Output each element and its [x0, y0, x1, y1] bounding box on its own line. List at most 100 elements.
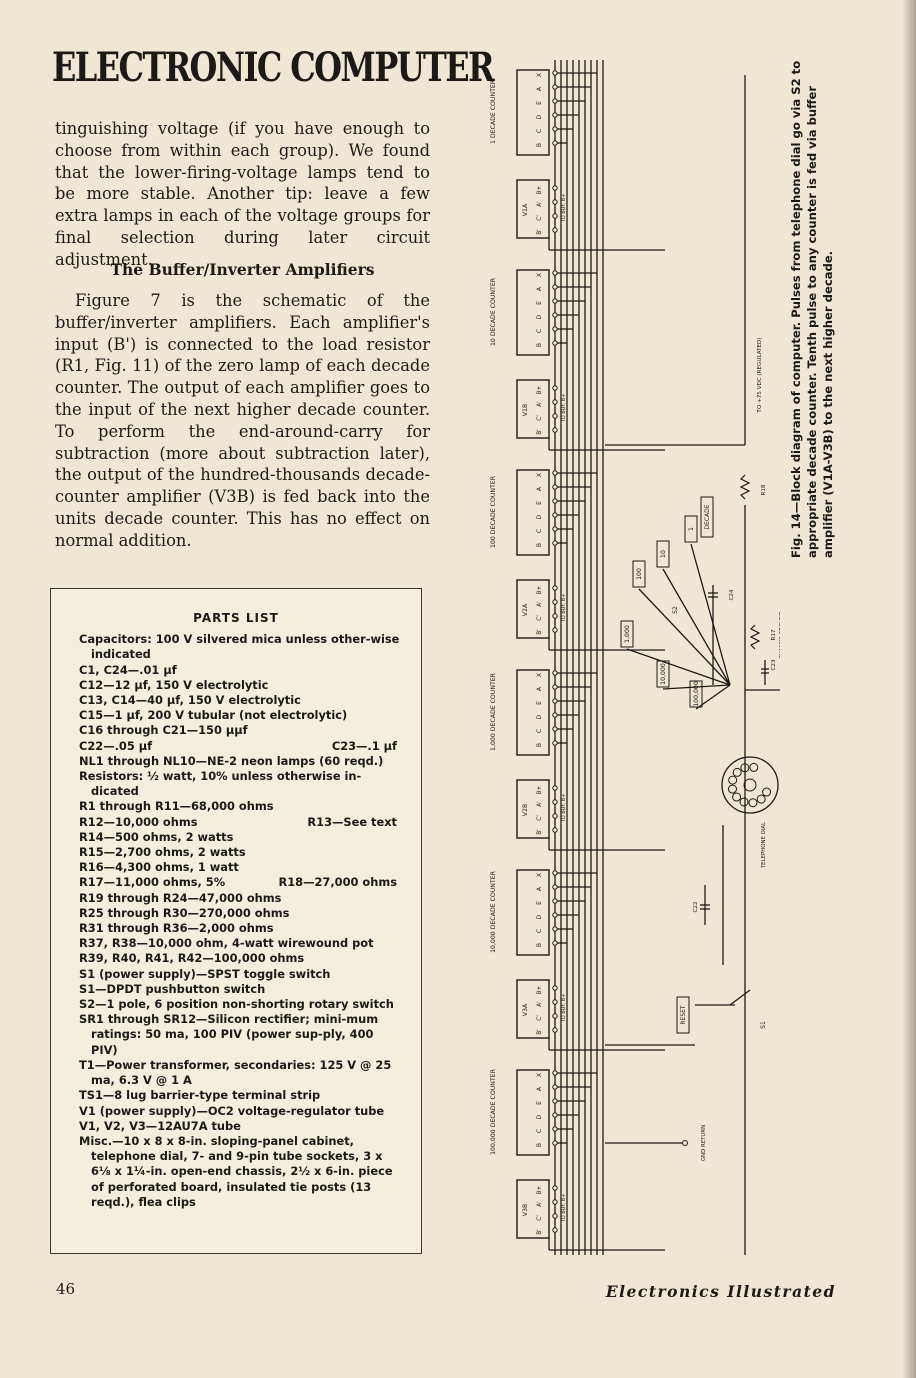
parts-category: Capacitors:: [79, 632, 152, 647]
pin-terminal: [552, 140, 558, 146]
pin-terminal: [552, 740, 558, 746]
pin-terminal: [552, 613, 558, 619]
counter-pin-label: E: [536, 901, 543, 905]
switch-position-label: 100: [636, 568, 643, 580]
pin-terminal: [552, 1213, 558, 1219]
amplifier-pin-label: A': [537, 201, 543, 207]
pin-terminal: [552, 385, 558, 391]
amplifier-pin-label: B+: [537, 1185, 543, 1194]
switch-position-label: 100,000: [693, 681, 700, 707]
parts-list-item: T1—Power transformer, secondaries: 125 V…: [79, 1058, 403, 1088]
pin-terminal: [552, 484, 558, 490]
parts-list-item: C12—12 μf, 150 V electrolytic: [79, 678, 403, 693]
counter-pin-label: A: [536, 486, 543, 491]
counter-pin-label: A: [536, 286, 543, 291]
amplifier-box: [516, 579, 550, 639]
dial-hole: [740, 763, 750, 773]
pin-terminal: [552, 985, 558, 991]
parts-text: Misc.—10 x 8 x 8-in. sloping-panel cabin…: [79, 1133, 393, 1209]
parts-text: R25 through R30—270,000 ohms: [79, 905, 290, 920]
binding-shadow: [902, 0, 916, 1378]
amplifier-pin-label: C': [537, 615, 543, 621]
switch-position-box: [632, 560, 646, 588]
pin-terminal: [552, 326, 558, 332]
parts-list-item: C1, C24—.01 μf: [79, 663, 403, 678]
pin-terminal: [552, 684, 558, 690]
parts-text: C13, C14—40 μf, 150 V electrolytic: [79, 693, 301, 708]
parts-text: S1—DPDT pushbutton switch: [79, 981, 266, 996]
pin-terminal: [552, 1227, 558, 1233]
counter-pin-label: B: [536, 943, 543, 947]
pin-terminal: [552, 813, 558, 819]
telephone-dial: [721, 756, 779, 814]
switch-position-box: [656, 540, 670, 568]
parts-text: C16 through C21—150 μμf: [79, 723, 248, 738]
counter-pin-label: E: [536, 101, 543, 105]
page-number: 46: [56, 1280, 76, 1298]
parts-list-item: R1 through R11—68,000 ohms: [79, 799, 403, 814]
switch-position-label: 1: [688, 527, 695, 531]
pin-terminal: [552, 126, 558, 132]
switch-wire: [695, 684, 731, 710]
counter-pin-label: C: [536, 729, 543, 733]
amplifier-pin-label: B': [537, 229, 543, 235]
parts-text-right: R13—See text: [307, 814, 397, 829]
parts-text: NL1 through NL10—NE-2 neon lamps (60 req…: [79, 753, 384, 768]
buffer-supply-label: TO BUF. B+: [561, 1194, 567, 1224]
parts-text: T1—Power transformer, secondaries: 125 V…: [79, 1057, 392, 1088]
article-paragraph-1: tinguishing voltage (if you have enough …: [55, 119, 430, 269]
amplifier-pin-label: A': [537, 601, 543, 607]
pin-terminal: [552, 1084, 558, 1090]
amplifier-pin-label: B+: [537, 985, 543, 994]
amplifier-label: V2B: [522, 804, 529, 816]
decade-label: DECADE: [704, 504, 711, 529]
parts-list-item: SR1 through SR12—Silicon rectifier; mini…: [79, 1012, 403, 1058]
buffer-supply-label: TO BUF. B+: [561, 994, 567, 1024]
switch-s2-label: S2: [672, 606, 679, 614]
decade-counter-label: 1,000 DECADE COUNTER: [490, 672, 497, 751]
reset-label-box: [676, 996, 690, 1034]
parts-text: C22—.05 μf: [79, 738, 153, 753]
amplifier-pin-label: A': [537, 401, 543, 407]
parts-text-right: C23—.1 μf: [331, 738, 397, 753]
parts-list-item: C13, C14—40 μf, 150 V electrolytic: [79, 693, 403, 708]
decade-counter-box: [516, 869, 550, 956]
counter-pin-label: B: [536, 1143, 543, 1147]
dial-hole: [739, 797, 749, 807]
r17-resistor: [749, 624, 761, 650]
amplifier-label: V1B: [522, 404, 529, 416]
pin-terminal: [552, 413, 558, 419]
parts-list-box: PARTS LIST Capacitors: 100 V silvered mi…: [50, 588, 422, 1254]
parts-text: R39, R40, R41, R42—100,000 ohms: [79, 951, 305, 966]
amplifier-pin-label: A': [537, 801, 543, 807]
switch-wire: [662, 568, 731, 686]
counter-pin-label: E: [536, 701, 543, 705]
amplifier-pin-label: C': [537, 815, 543, 821]
pin-terminal: [552, 1185, 558, 1191]
pin-terminal: [552, 599, 558, 605]
pin-terminal: [552, 926, 558, 932]
switch-position-box: [684, 515, 698, 543]
parts-list-item: R16—4,300 ohms, 1 watt: [79, 860, 403, 875]
parts-list-item: TS1—8 lug barrier-type terminal strip: [79, 1088, 403, 1103]
pin-terminal: [552, 199, 558, 205]
counter-pin-label: B: [536, 343, 543, 347]
amplifier-pin-label: C': [537, 415, 543, 421]
counter-pin-label: X: [536, 1073, 543, 1077]
figure-caption-wrap: Fig. 14—Block diagram of computer. Pulse…: [788, 58, 836, 558]
parts-text: TS1—8 lug barrier-type terminal strip: [79, 1088, 321, 1103]
gnd-return-terminal: [682, 1140, 688, 1146]
pin-terminal: [552, 1070, 558, 1076]
c23-label: C23: [771, 659, 777, 670]
dial-hole: [762, 787, 772, 797]
parts-text: R19 through R24—47,000 ohms: [79, 890, 282, 905]
pin-terminal: [552, 427, 558, 433]
counter-pin-label: A: [536, 886, 543, 891]
amplifier-pin-label: B': [537, 829, 543, 835]
pin-terminal: [552, 185, 558, 191]
publication-name: Electronics Illustrated: [605, 1282, 836, 1301]
pin-terminal: [552, 999, 558, 1005]
c22-label: C22: [693, 901, 699, 912]
pin-terminal: [552, 670, 558, 676]
